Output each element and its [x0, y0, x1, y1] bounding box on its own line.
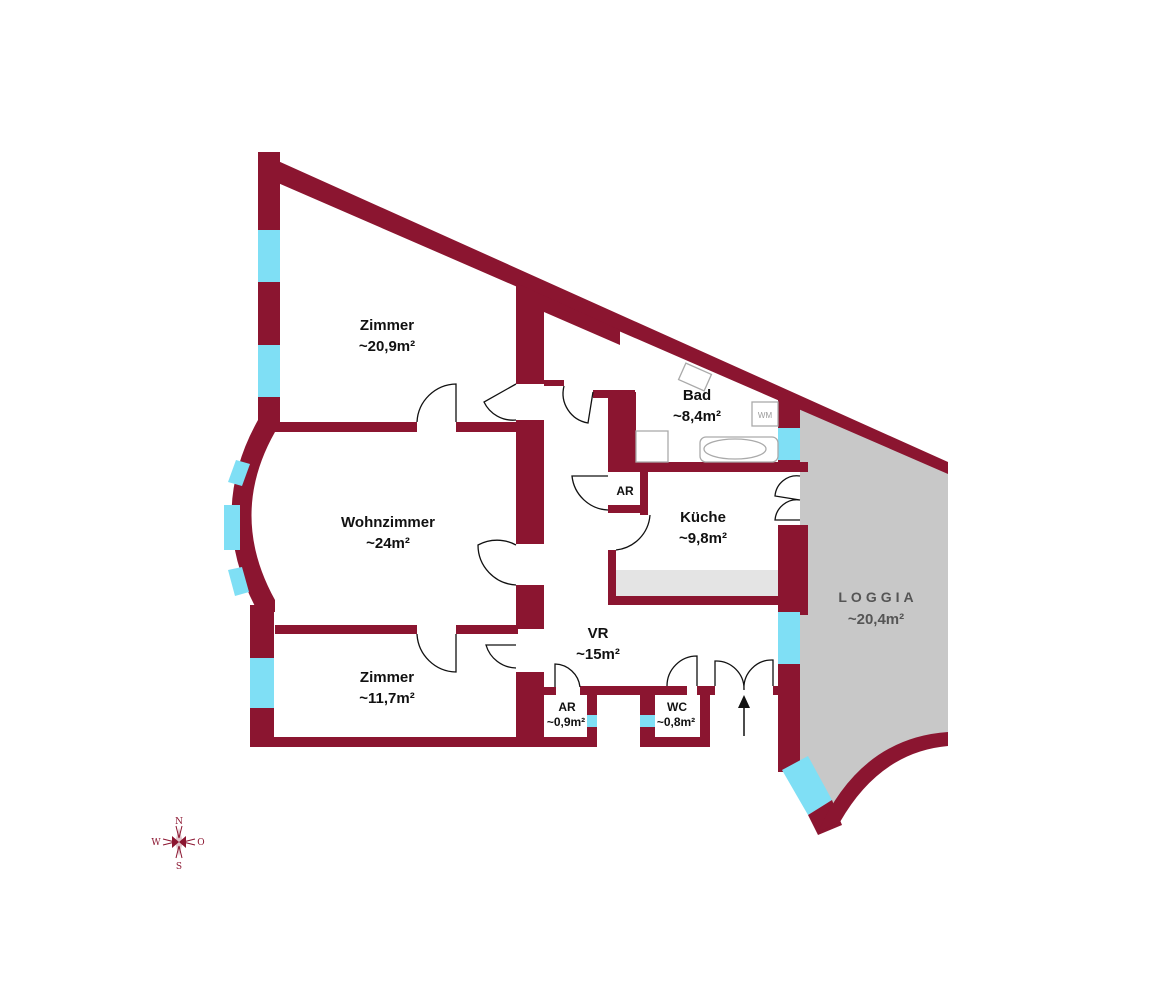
shower-icon	[635, 430, 669, 463]
walls	[224, 152, 948, 835]
room-ar-2-area: ~0,9m²	[547, 715, 585, 729]
room-vr-area: ~15m²	[576, 646, 620, 663]
compass-icon: N S W O	[151, 817, 204, 872]
sink-icon	[677, 362, 713, 392]
room-loggia-name: LOGGIA	[838, 589, 917, 605]
room-zimmer-1-name: Zimmer	[360, 317, 414, 334]
compass-west: W	[151, 838, 161, 848]
room-kueche-area: ~9,8m²	[679, 530, 727, 547]
room-labels: Zimmer ~20,9m² Wohnzimmer ~24m² Zimmer ~…	[341, 317, 917, 729]
room-zimmer-2-area: ~11,7m²	[359, 690, 414, 707]
room-bad-area: ~8,4m²	[673, 408, 721, 425]
entrance-arrow-icon	[738, 695, 750, 736]
room-kueche-name: Küche	[680, 509, 726, 526]
fixtures: WM	[635, 362, 779, 463]
room-zimmer-1-area: ~20,9m²	[359, 338, 415, 355]
compass-east: O	[197, 838, 204, 848]
room-bad-name: Bad	[683, 387, 711, 404]
room-loggia-area: ~20,4m²	[848, 611, 904, 628]
room-wohnzimmer-area: ~24m²	[366, 535, 410, 552]
doors	[416, 383, 801, 691]
room-wc-area: ~0,8m²	[657, 715, 695, 729]
room-wohnzimmer-name: Wohnzimmer	[341, 514, 435, 531]
room-wc-name: WC	[667, 700, 687, 714]
bathtub-icon	[699, 436, 779, 463]
washing-machine-label: WM	[758, 411, 773, 420]
compass-north: N	[175, 817, 183, 827]
room-ar-1-name: AR	[616, 484, 634, 498]
room-zimmer-2-name: Zimmer	[360, 669, 414, 686]
compass-south: S	[176, 862, 182, 872]
loggia-floor	[800, 405, 948, 808]
kitchen-counter	[616, 570, 778, 598]
room-vr-name: VR	[588, 625, 609, 642]
room-ar-2-name: AR	[558, 700, 576, 714]
washing-machine-icon	[751, 401, 779, 427]
